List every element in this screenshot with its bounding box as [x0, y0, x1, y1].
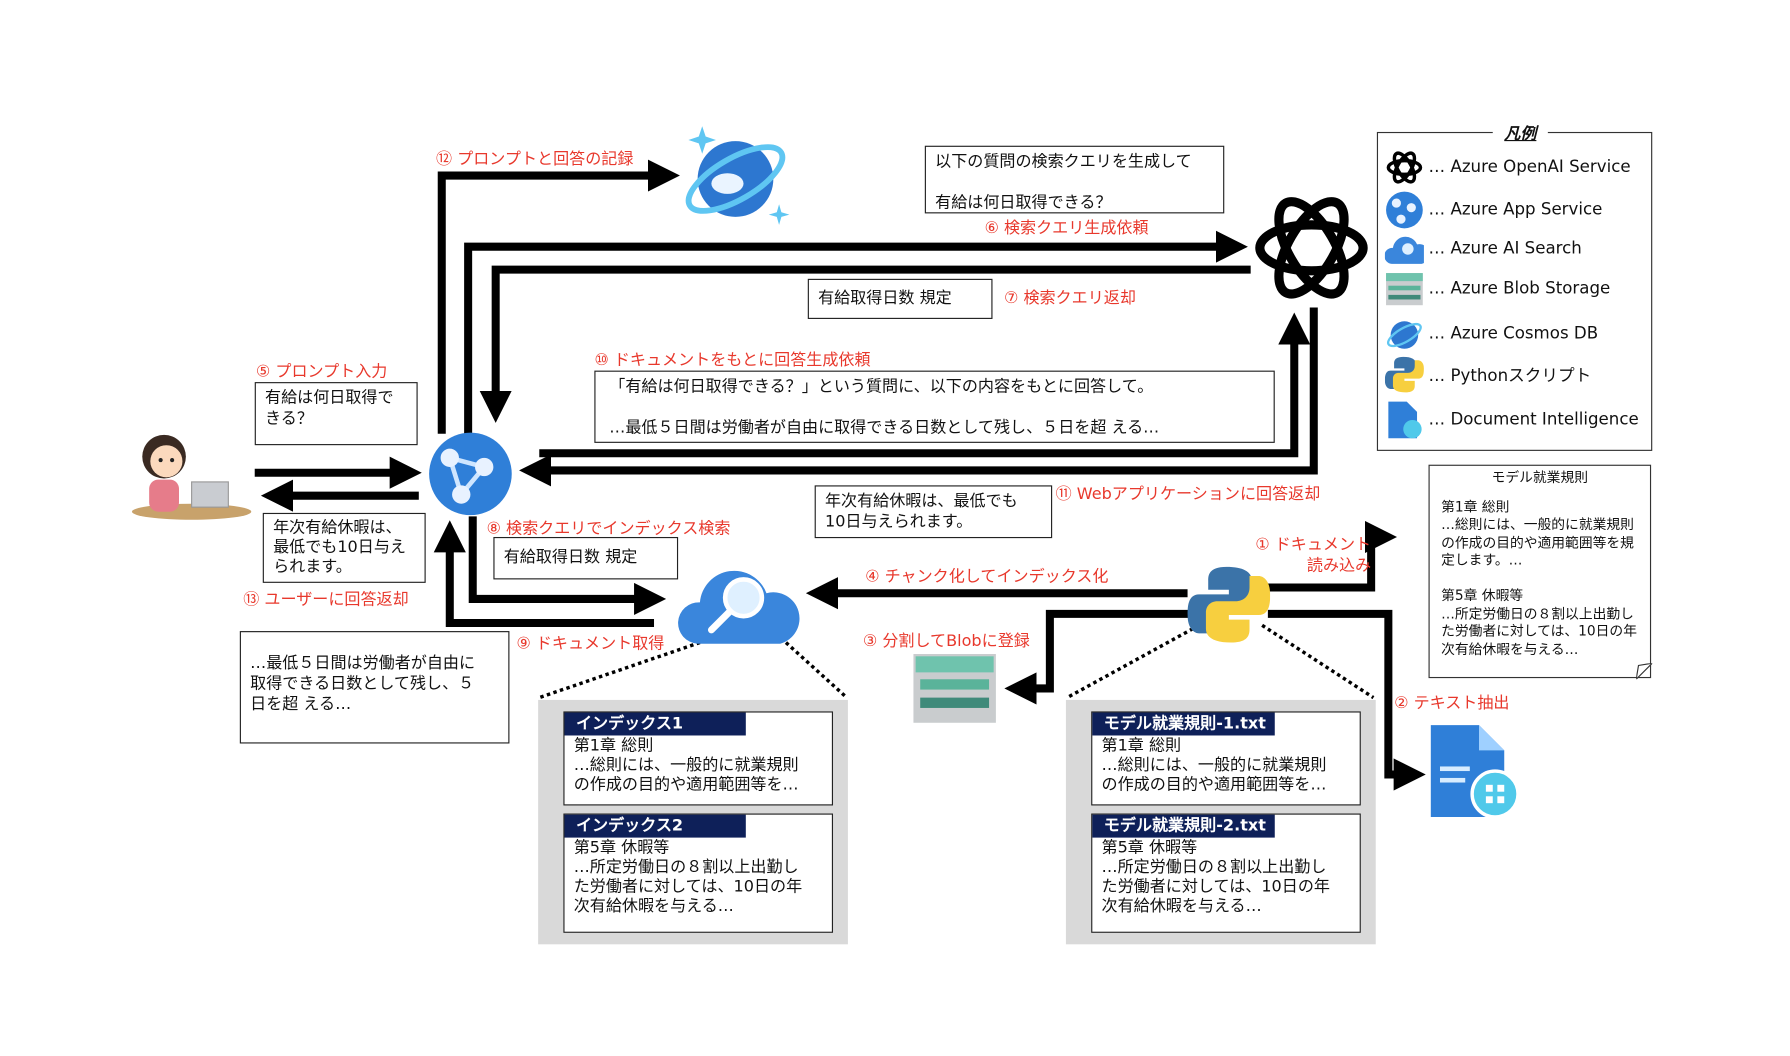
blob-file-body: 第5章 休暇等 …所定労働日の８割以上出勤し た労働者に対しては、10日の年 次… [1101, 838, 1330, 916]
index-card-body: 第5章 休暇等 …所定労働日の８割以上出勤し た労働者に対しては、10日の年 次… [573, 838, 803, 916]
model-rules-document: モデル就業規則 第1章 総則 …総則には、一般的に就業規則の作成の目的や適用範囲… [1428, 464, 1653, 680]
arrow-10 [539, 312, 1311, 458]
arrow-1 [1267, 520, 1398, 592]
arrow-6 [464, 230, 1248, 434]
step-10-label: ⑩ ドキュメントをもとに回答生成依頼 [594, 351, 871, 370]
legend-label: … Azure AI Search [1428, 239, 1582, 259]
legend-label: … Azure OpenAI Service [1428, 158, 1631, 177]
blob-storage-icon [1386, 273, 1423, 306]
index-card-body: 第1章 総則 …総則には、一般的に就業規則 の作成の目的や適用範囲等を… [573, 736, 799, 795]
user-with-laptop-icon [131, 434, 252, 520]
step-5-label: ⑤ プロンプト入力 [255, 362, 388, 381]
blob-file-card: モデル就業規則-1.txt 第1章 総則 …総則には、一般的に就業規則 の作成の… [1091, 711, 1361, 806]
legend-label: … Document Intelligence [1428, 410, 1639, 430]
document-intelligence-icon [1388, 401, 1422, 439]
cosmos-db-icon [685, 126, 790, 225]
answer-request-box: 「有給は何日取得できる？」という質問に、以下の内容をもとに回答して。 …最低５日… [594, 370, 1275, 443]
legend-item-python: … Pythonスクリプト [1384, 355, 1592, 394]
step-7-label: ⑦ 検索クエリ返却 [1003, 289, 1136, 308]
step-4-label: ④ チャンク化してインデックス化 [865, 567, 1109, 587]
model-doc-body: 第1章 総則 …総則には、一般的に就業規則の作成の目的や適用範囲等を規定します。… [1441, 498, 1637, 657]
search-index-panel: インデックス1 第1章 総則 …総則には、一般的に就業規則 の作成の目的や適用範… [538, 699, 848, 945]
legend-item-openai: … Azure OpenAI Service [1385, 148, 1631, 187]
retrieved-doc-box: …最低５日間は労働者が自由に 取得できる日数として残し、５ 日を超 える… [239, 631, 510, 744]
blob-file-body: 第1章 総則 …総則には、一般的に就業規則 の作成の目的や適用範囲等を… [1101, 736, 1327, 795]
step-12-label: ⑫ プロンプトと回答の記録 [436, 150, 634, 169]
legend-label: … Azure Blob Storage [1428, 279, 1611, 299]
arrow-12 [437, 159, 680, 434]
app-answer-box: 年次有給休暇は、最低でも 10日与えられます。 [814, 485, 1053, 539]
step-2-label: ② テキスト抽出 [1394, 694, 1510, 713]
python-icon [1187, 566, 1271, 643]
arrow-8 [468, 516, 667, 616]
cosmos-db-icon [1387, 321, 1422, 349]
legend-label: … Azure App Service [1428, 200, 1603, 220]
legend-title: 凡例 [1492, 121, 1548, 145]
arrow-3 [1004, 609, 1194, 705]
step-3-label: ③ 分割してBlobに登録 [862, 632, 1030, 651]
blob-storage-icon [913, 654, 996, 723]
user-answer-box: 年次有給休暇は、 最低でも10日与え られます。 [262, 512, 426, 583]
step-9-label: ⑨ ドキュメント取得 [516, 634, 665, 653]
query-request-box: 以下の質問の検索クエリを生成して 有給は何日取得できる？ [924, 145, 1225, 214]
step-13-label: ⑬ ユーザーに回答返却 [243, 590, 409, 610]
legend-label: … Azure Cosmos DB [1428, 324, 1599, 344]
app-service-icon [1386, 191, 1423, 229]
legend-label: … Pythonスクリプト [1428, 366, 1592, 385]
python-icon [1384, 356, 1424, 393]
step-1-label: ① ドキュメント 読み込み [1255, 535, 1372, 575]
openai-icon [1386, 151, 1423, 184]
arrow-11 [519, 307, 1318, 487]
blob-file-header: モデル就業規則-1.txt [1092, 712, 1276, 736]
arrow-2 [1267, 609, 1426, 791]
prompt-box: 有給は何日取得で きる？ [254, 382, 418, 446]
arrow-7 [479, 265, 1251, 423]
index-card-header: インデックス2 [564, 814, 746, 838]
query-result-box: 有給取得日数 規定 [807, 278, 993, 319]
legend: 凡例 … Azure OpenAI Service … Azure App Se… [1376, 121, 1653, 451]
step-11-label: ⑪ Webアプリケーションに回答返却 [1055, 485, 1321, 504]
index-card: インデックス2 第5章 休暇等 …所定労働日の８割以上出勤し た労働者に対しては… [563, 813, 834, 933]
legend-item-blob-storage: … Azure Blob Storage [1385, 270, 1610, 309]
legend-item-ai-search: … Azure AI Search [1384, 229, 1582, 268]
index-card-header: インデックス1 [564, 712, 746, 736]
index-card: インデックス1 第1章 総則 …総則には、一般的に就業規則 の作成の目的や適用範… [563, 711, 834, 806]
blob-file-header: モデル就業規則-2.txt [1092, 814, 1276, 838]
step-8-label: ⑧ 検索クエリでインデックス検索 [486, 519, 731, 539]
page-curl-icon [1636, 663, 1653, 680]
dotted-connectors [538, 623, 1375, 700]
app-service-icon [429, 432, 512, 516]
blob-files-panel: モデル就業規則-1.txt 第1章 総則 …総則には、一般的に就業規則 の作成の… [1065, 699, 1376, 945]
step-6-label: ⑥ 検索クエリ生成依頼 [984, 219, 1149, 238]
openai-icon [1255, 197, 1368, 299]
legend-item-document-intelligence: … Document Intelligence [1385, 400, 1639, 439]
ai-search-icon [678, 570, 800, 644]
legend-item-app-service: … Azure App Service [1385, 190, 1602, 229]
document-intelligence-icon [1430, 725, 1520, 819]
model-doc-title: モデル就業規則 [1491, 469, 1589, 486]
ai-search-icon [1384, 236, 1424, 264]
search-query-box: 有給取得日数 規定 [493, 536, 679, 580]
legend-item-cosmos-db: … Azure Cosmos DB [1385, 314, 1598, 353]
arrow-9 [433, 520, 655, 628]
blob-file-card: モデル就業規則-2.txt 第5章 休暇等 …所定労働日の８割以上出勤し た労働… [1091, 813, 1361, 933]
